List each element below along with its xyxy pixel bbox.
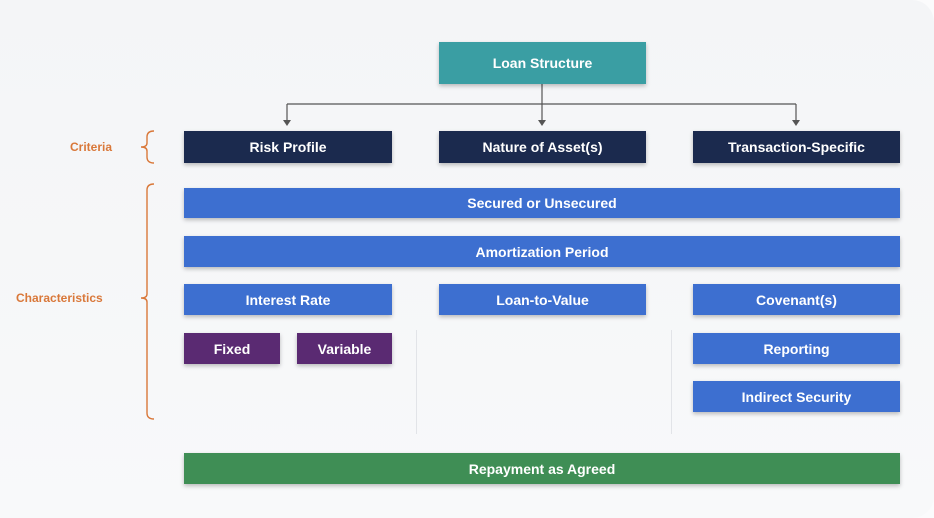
arrow-right (792, 120, 800, 126)
repayment-as-agreed-box: Repayment as Agreed (184, 453, 900, 484)
criteria-bracket (140, 130, 155, 164)
indirect-security-box: Indirect Security (693, 381, 900, 412)
fixed-box: Fixed (184, 333, 280, 364)
transaction-specific-box: Transaction-Specific (693, 131, 900, 163)
arrow-mid (538, 120, 546, 126)
loan-to-value-box: Loan-to-Value (439, 284, 646, 315)
arrow-left (283, 120, 291, 126)
variable-box: Variable (297, 333, 392, 364)
criteria-label: Criteria (70, 140, 113, 154)
nature-of-assets-box: Nature of Asset(s) (439, 131, 646, 163)
covenants-box: Covenant(s) (693, 284, 900, 315)
amortization-period-box: Amortization Period (184, 236, 900, 267)
reporting-box: Reporting (693, 333, 900, 364)
interest-rate-box: Interest Rate (184, 284, 392, 315)
loan-structure-box: Loan Structure (439, 42, 646, 84)
secured-or-unsecured-box: Secured or Unsecured (184, 188, 900, 218)
characteristics-bracket (140, 183, 155, 420)
characteristics-label: Characteristics (16, 291, 103, 305)
column-guide-right (671, 330, 672, 434)
column-guide-left (416, 330, 417, 434)
risk-profile-box: Risk Profile (184, 131, 392, 163)
